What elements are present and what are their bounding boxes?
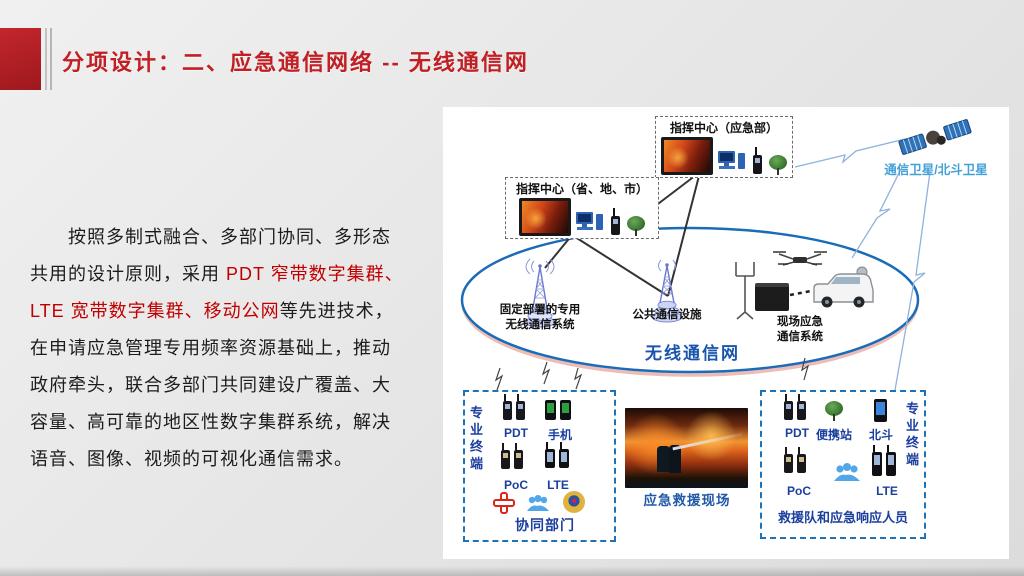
lte-terminal-icon	[545, 442, 569, 468]
lte-label: LTE	[876, 484, 898, 498]
radio-icon	[610, 208, 620, 235]
lte-label: LTE	[547, 478, 569, 492]
tv-icon	[518, 198, 571, 236]
body-line: LTE 宽带数字集群、移动公网等先进技术，	[30, 293, 445, 330]
text-run: 等先进技术，	[279, 301, 394, 321]
base-station-icon	[524, 258, 556, 328]
desktop-computer-icon	[575, 212, 603, 230]
network-diagram: 指挥中心（应急部） 指挥中心（省、地、市）	[443, 107, 1009, 559]
professional-terminal-vertical-label: 专业终端	[905, 401, 919, 467]
text-run: 共用的设计原则，采用	[30, 264, 226, 284]
field-system-label-line1: 现场应急	[777, 316, 823, 328]
desktop-computer-icon	[717, 151, 745, 169]
body-paragraph: 按照多制式融合、多部门协同、多形态 共用的设计原则，采用 PDT 窄带数字集群、…	[30, 219, 445, 478]
accent-divider-line	[50, 28, 52, 90]
command-center-ministry-box: 指挥中心（应急部）	[655, 116, 793, 178]
radio-icon	[752, 147, 762, 174]
satellite-icon	[898, 119, 972, 155]
field-system-label-line2: 通信系统	[777, 331, 823, 343]
command-center-province-box: 指挥中心（省、地、市）	[505, 177, 659, 239]
text-run: 按照多制式融合、多部门协同、多形态	[30, 227, 391, 247]
diagram-connections	[460, 119, 972, 391]
network-name-label: 无线通信网	[645, 344, 740, 363]
tv-icon	[660, 137, 713, 175]
fixed-system-label: 固定部署的专用 无线通信系统	[470, 303, 610, 333]
text-run-highlight: PDT 窄带数字集群、	[226, 264, 404, 284]
dashed-link	[789, 289, 812, 297]
fixed-system-label-line2: 无线通信系统	[505, 319, 575, 331]
command-center-ministry-label: 指挥中心（应急部）	[669, 121, 778, 135]
public-facility-label: 公共通信设施	[632, 309, 702, 321]
drone-icon	[773, 251, 827, 266]
text-run: 语音、图像、视频的可视化通信需求。	[30, 449, 353, 469]
text-run: 政府牵头，联合多部门共同建设广覆盖、大	[30, 375, 391, 395]
body-line: 容量、高可靠的地区性数字集群系统，解决	[30, 404, 445, 441]
red-accent-block	[0, 28, 41, 90]
text-run: 在申请应急管理专用频率资源基础上，推动	[30, 338, 391, 358]
comm-vehicle-icon	[813, 266, 874, 308]
people-icon	[527, 495, 549, 511]
pdt-radio-icon	[503, 394, 525, 420]
rescue-team-box: PDT 便携站 北斗 专业终端 PoC LTE 救援队和应急响应人员	[760, 390, 926, 539]
cooperating-departments-box: 专业终端 PDT 手机 PoC LTE 协同部门	[463, 390, 616, 542]
satellite-dish-icon	[768, 155, 788, 175]
text-run-highlight: LTE 宽带数字集群、移动公网	[30, 301, 280, 321]
police-badge-icon	[563, 491, 585, 513]
rescue-scene-label: 应急救援现场	[643, 493, 731, 508]
body-line: 按照多制式融合、多部门协同、多形态	[30, 219, 445, 256]
body-line: 语音、图像、视频的可视化通信需求。	[30, 441, 445, 478]
text-run: 容量、高可靠的地区性数字集群系统，解决	[30, 412, 391, 432]
lightning-icon	[494, 357, 810, 391]
wireless-network-ellipse	[460, 226, 920, 374]
field-system-label: 现场应急 通信系统	[760, 315, 840, 345]
lte-terminal-icon	[872, 445, 896, 476]
cooperating-departments-label: 协同部门	[515, 517, 575, 533]
mobile-phone-icon	[545, 400, 571, 420]
pdt-label: PDT	[785, 426, 809, 440]
rescue-team-label: 救援队和应急响应人员	[777, 510, 908, 525]
rescue-scene-photo	[625, 408, 748, 488]
accent-divider-line	[45, 28, 47, 90]
portable-station-icon	[824, 401, 844, 421]
poc-label: PoC	[787, 484, 811, 498]
equipment-box-icon	[755, 283, 789, 311]
satellite-links	[794, 138, 931, 391]
fixed-system-label-line1: 固定部署的专用	[499, 304, 581, 316]
beidou-terminal-icon	[874, 399, 887, 422]
poc-label: PoC	[504, 478, 528, 492]
pdt-label: PDT	[504, 426, 528, 440]
portable-station-label: 便携站	[815, 428, 852, 442]
pdt-radio-icon	[784, 394, 806, 420]
phone-label: 手机	[547, 428, 572, 442]
poc-radio-icon	[501, 443, 523, 469]
satellite-label: 通信卫星/北斗卫星	[884, 163, 988, 177]
satellite-dish-icon	[626, 216, 646, 236]
command-center-province-label: 指挥中心（省、地、市）	[515, 182, 648, 196]
antenna-mast-icon	[735, 262, 755, 320]
slide-bottom-shadow	[0, 566, 1024, 576]
red-cross-icon	[493, 492, 515, 514]
page-title: 分项设计：二、应急通信网络 -- 无线通信网	[62, 50, 529, 75]
professional-terminal-vertical-label: 专业终端	[469, 405, 483, 471]
body-line: 政府牵头，联合多部门共同建设广覆盖、大	[30, 367, 445, 404]
people-icon	[834, 463, 860, 481]
poc-radio-icon	[784, 447, 806, 473]
body-line: 在申请应急管理专用频率资源基础上，推动	[30, 330, 445, 367]
beidou-label: 北斗	[868, 428, 893, 442]
body-line: 共用的设计原则，采用 PDT 窄带数字集群、	[30, 256, 445, 293]
base-station-icon	[651, 259, 683, 323]
